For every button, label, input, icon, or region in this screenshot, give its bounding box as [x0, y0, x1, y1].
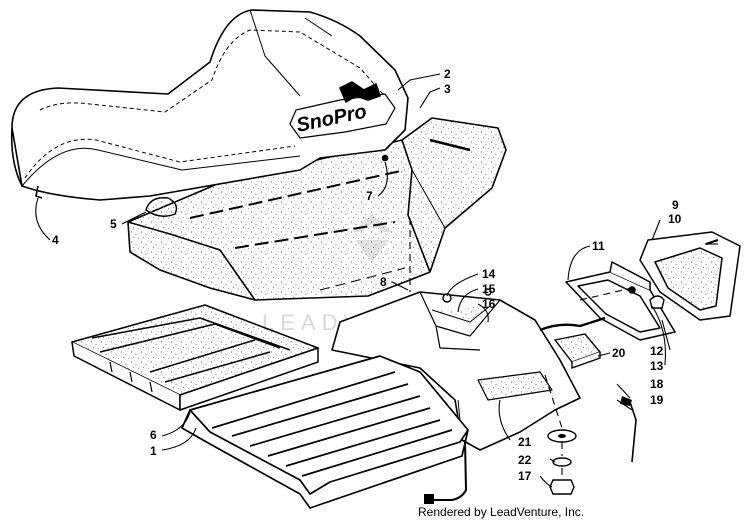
screw — [442, 293, 452, 303]
callout-15: 15 — [482, 282, 496, 296]
screw-small — [484, 288, 492, 296]
wire-lead — [432, 439, 468, 501]
washer-hole — [558, 434, 566, 438]
callout-10: 10 — [668, 212, 682, 226]
connector — [424, 494, 434, 504]
seat-cushion: SnoPro — [10, 9, 409, 201]
nut — [549, 479, 575, 495]
callout-3: 3 — [444, 82, 451, 96]
rear-housing — [331, 291, 581, 451]
callout-22: 22 — [518, 453, 532, 467]
clip — [35, 185, 43, 199]
callout-18: 18 — [650, 377, 664, 391]
callout-1: 1 — [150, 444, 157, 458]
seat-strap — [145, 197, 178, 217]
callout-6: 6 — [150, 428, 157, 442]
tail-light-lens — [639, 231, 741, 321]
callout-7: 7 — [366, 189, 373, 203]
leader-lines — [35, 73, 718, 488]
bulb — [649, 295, 665, 309]
callout-9: 9 — [672, 198, 679, 212]
callout-19: 19 — [650, 393, 664, 407]
wiring-harness — [539, 316, 606, 332]
lock-washer — [552, 457, 572, 467]
callout-13: 13 — [650, 359, 664, 373]
callout-labels: 1 2 3 4 5 6 7 8 9 10 11 12 13 14 15 16 1… — [52, 67, 682, 483]
callout-8: 8 — [380, 275, 387, 289]
foam-block — [71, 304, 319, 411]
rear-bumper — [181, 355, 469, 509]
callout-21: 21 — [518, 435, 532, 449]
callout-2: 2 — [444, 67, 451, 81]
callout-16: 16 — [482, 297, 496, 311]
callout-14: 14 — [482, 267, 496, 281]
callout-12: 12 — [650, 344, 664, 358]
tail-light-housing — [565, 261, 676, 341]
callout-4: 4 — [52, 233, 59, 247]
callout-17: 17 — [518, 469, 532, 483]
grommet — [553, 333, 602, 369]
seat-base — [127, 117, 507, 301]
cable — [629, 401, 637, 463]
callout-5: 5 — [110, 217, 117, 231]
assembly-guides — [409, 218, 633, 478]
render-credit: Rendered by LeadVenture, Inc. — [418, 505, 584, 519]
callout-11: 11 — [592, 239, 605, 253]
callout-20: 20 — [612, 346, 626, 360]
